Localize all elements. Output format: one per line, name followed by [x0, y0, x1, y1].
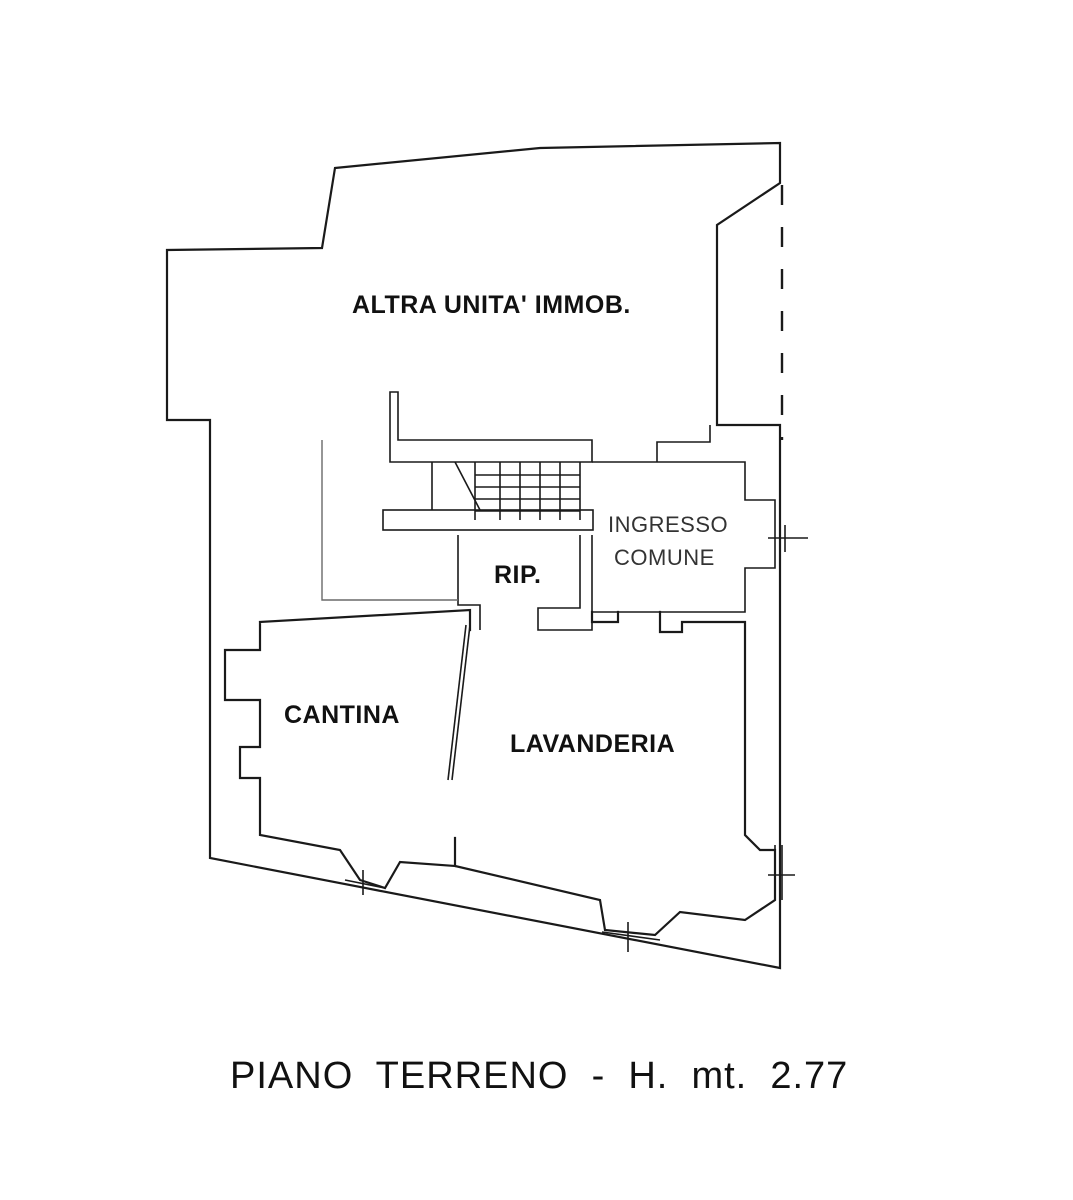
stair-landing: [382, 509, 594, 531]
laundry-label: LAVANDERIA: [510, 730, 675, 758]
stair-enclosure: [389, 391, 593, 463]
window-marks: [344, 845, 795, 952]
stair-treads: [474, 462, 581, 520]
laundry-wall: [453, 610, 777, 937]
cellar-wall: [223, 608, 472, 890]
storage-label: RIP.: [494, 561, 541, 589]
other-unit-label: ALTRA UNITA' IMMOB.: [352, 291, 631, 319]
outer-wall: [165, 141, 782, 970]
cellar-door-leaf: [451, 624, 471, 781]
entrance-label-line1: INGRESSO: [608, 512, 728, 537]
cellar-label: CANTINA: [284, 701, 400, 729]
floor-caption: PIANO TERRENO - H. mt. 2.77: [230, 1055, 848, 1097]
corridor-wall: [321, 440, 458, 601]
entrance-label-line2: COMUNE: [614, 545, 715, 570]
cellar-door-leaf-2: [447, 624, 467, 781]
entrance-room-wall: [592, 425, 776, 613]
stair-side-wall: [431, 461, 481, 511]
